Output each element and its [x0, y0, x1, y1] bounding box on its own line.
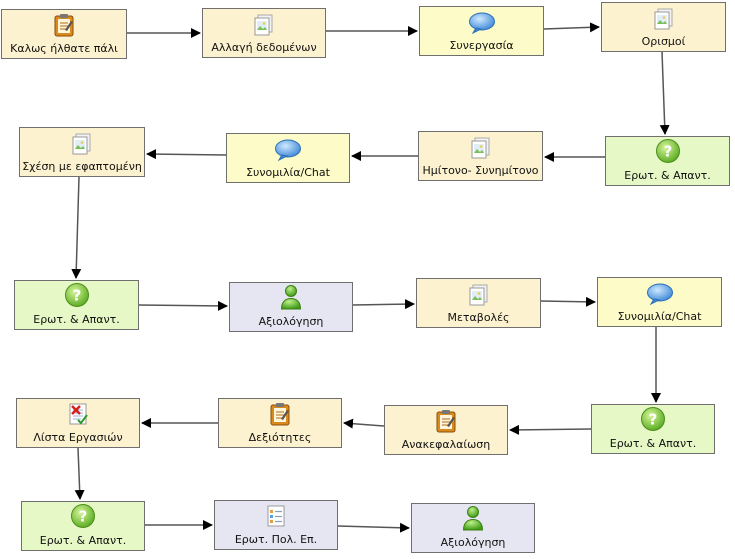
flow-node-label: Σχέση με εφαπτομένη: [22, 160, 142, 173]
flow-node-n4[interactable]: Ορισμοί: [601, 2, 726, 52]
user-icon: [462, 505, 484, 534]
edge-n13-n14: [509, 424, 592, 435]
clipboard-icon: [269, 402, 291, 429]
edge-n11-n12: [540, 296, 596, 307]
flow-node-n2[interactable]: Αλλαγή δεδομένων: [202, 8, 326, 58]
edge-n16-n17: [74, 447, 85, 500]
flow-node-n13[interactable]: ? Ερωτ. & Απαντ.: [591, 404, 715, 454]
flow-node-label: Ερωτ. & Απαντ.: [624, 169, 711, 182]
image-page-icon: [471, 137, 491, 162]
image-page-icon: [72, 133, 92, 158]
flow-node-label: Μεταβολές: [447, 311, 510, 324]
clipboard-icon: [435, 409, 457, 436]
edge-n9-n10: [138, 300, 228, 311]
edge-n14-n15: [343, 418, 385, 429]
flow-node-label: Αξιολόγηση: [258, 315, 324, 328]
flow-node-n15[interactable]: Δεξιότητες: [218, 398, 342, 448]
task-list-icon: [67, 402, 89, 429]
flow-node-n16[interactable]: Λίστα Εργασιών: [16, 398, 140, 448]
flow-node-n8[interactable]: Σχέση με εφαπτομένη: [19, 127, 145, 177]
image-page-icon: [469, 284, 489, 309]
flow-node-label: Αξιολόγηση: [440, 536, 506, 549]
flow-node-label: Ερωτ. & Απαντ.: [609, 437, 697, 450]
question-icon: ?: [70, 503, 96, 532]
flow-node-label: Ερωτ. & Απαντ.: [33, 313, 120, 326]
flow-node-label: Αλλαγή δεδομένων: [211, 41, 317, 54]
chat-bubble-icon: [274, 139, 302, 164]
flow-node-n1[interactable]: Καλως ήλθατε πάλι: [1, 9, 127, 59]
flow-node-label: Ορισμοί: [641, 35, 686, 48]
question-icon: ?: [655, 138, 681, 167]
flow-node-label: Συνομιλία/Chat: [617, 310, 702, 323]
user-icon: [280, 284, 302, 313]
edge-n3-n4: [543, 22, 600, 33]
flow-node-label: Ανακεφαλαίωση: [401, 438, 491, 451]
chat-bubble-icon: [468, 12, 496, 37]
flow-node-n7[interactable]: Συνομιλία/Chat: [226, 133, 350, 183]
flow-node-n14[interactable]: Ανακεφαλαίωση: [384, 405, 508, 455]
checklist-icon: [265, 504, 287, 531]
question-icon: ?: [640, 406, 666, 435]
flow-node-n11[interactable]: Μεταβολές: [416, 278, 541, 328]
edge-n10-n11: [352, 299, 415, 310]
flow-node-label: Καλως ήλθατε πάλι: [10, 42, 118, 55]
flow-node-label: Ημίτονο- Συνημίτονο: [422, 164, 539, 177]
image-page-icon: [254, 14, 274, 39]
clipboard-icon: [53, 13, 75, 40]
flow-node-label: Δεξιότητες: [248, 431, 312, 444]
flow-node-n5[interactable]: ? Ερωτ. & Απαντ.: [605, 136, 730, 186]
flow-node-n12[interactable]: Συνομιλία/Chat: [597, 277, 722, 327]
flow-node-n6[interactable]: Ημίτονο- Συνημίτονο: [418, 131, 543, 181]
image-page-icon: [654, 8, 674, 33]
edge-n4-n5: [659, 51, 670, 135]
svg-text:?: ?: [649, 411, 658, 429]
question-icon: ?: [64, 282, 90, 311]
flow-node-label: Συνεργασία: [449, 39, 514, 52]
flow-node-n10[interactable]: Αξιολόγηση: [229, 282, 353, 332]
flow-node-label: Ερωτ. & Απαντ.: [39, 534, 127, 547]
flow-node-n3[interactable]: Συνεργασία: [419, 6, 544, 56]
flow-node-n18[interactable]: Ερωτ. Πολ. Επ.: [214, 500, 338, 550]
svg-text:?: ?: [79, 508, 88, 526]
edge-n18-n19: [337, 522, 410, 533]
edge-n7-n8: [146, 149, 227, 160]
flow-node-n9[interactable]: ? Ερωτ. & Απαντ.: [14, 280, 139, 330]
edge-n8-n9: [71, 176, 82, 279]
flow-node-label: Συνομιλία/Chat: [246, 166, 330, 179]
chat-bubble-icon: [646, 283, 674, 308]
flow-node-label: Λίστα Εργασιών: [33, 431, 123, 444]
svg-text:?: ?: [72, 287, 81, 305]
flow-node-n17[interactable]: ? Ερωτ. & Απαντ.: [21, 501, 145, 551]
flow-node-label: Ερωτ. Πολ. Επ.: [234, 533, 318, 546]
flow-node-n19[interactable]: Αξιολόγηση: [411, 503, 535, 553]
svg-text:?: ?: [663, 143, 672, 161]
